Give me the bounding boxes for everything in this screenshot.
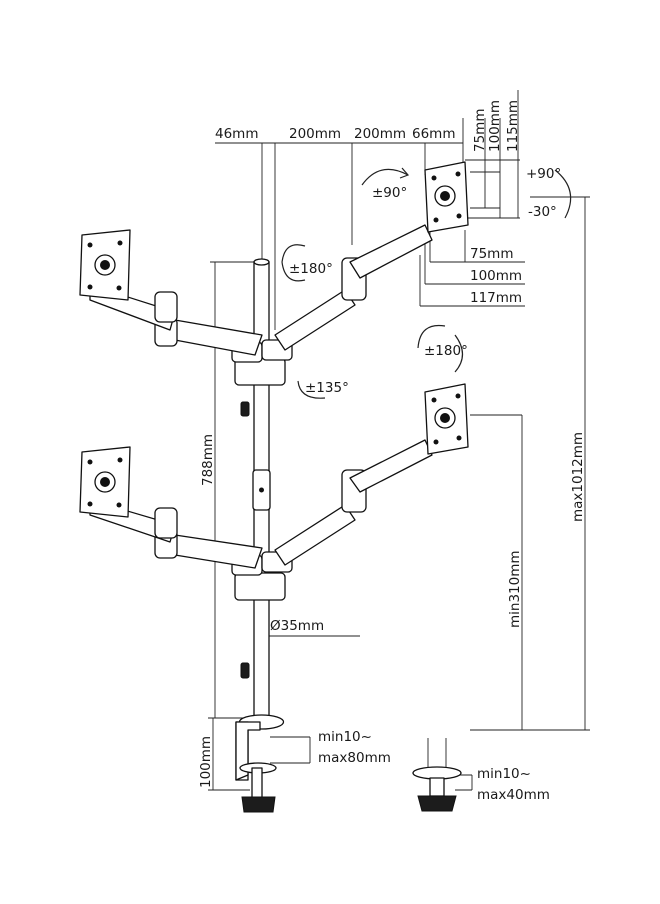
- dim-117mm-horizontal: 117mm: [470, 290, 522, 306]
- dim-75mm-vertical: 75mm: [472, 109, 488, 152]
- grommet-range-line1: min10~: [477, 766, 531, 782]
- swivel-180-top-label: ±180°: [289, 261, 333, 277]
- tilt-down-label: -30°: [528, 204, 557, 220]
- top-right-arm: [261, 224, 433, 361]
- dim-clamp-100mm: 100mm: [198, 736, 214, 788]
- dim-75mm-horizontal: 75mm: [470, 246, 513, 262]
- dim-max1012mm: max1012mm: [570, 432, 586, 522]
- bottom-left-monitor-plate: [79, 446, 131, 518]
- rotate-90-label: ±90°: [372, 185, 407, 201]
- swivel-180-head-label: ±180°: [424, 343, 468, 359]
- top-left-monitor-plate: [79, 229, 131, 301]
- dim-115mm-vertical: 115mm: [505, 100, 521, 152]
- dim-min310mm: min310mm: [507, 550, 523, 628]
- clamp-range-line2: max80mm: [318, 750, 391, 766]
- rotation-arrows: [281, 167, 572, 399]
- dim-200mm-2: 200mm: [354, 126, 406, 142]
- pole: [240, 258, 271, 721]
- grommet-mount: [412, 738, 462, 812]
- arm-135-label: ±135°: [305, 380, 349, 396]
- bottom-right-monitor-plate: [424, 383, 469, 455]
- grommet-range-line2: max40mm: [477, 787, 550, 803]
- dim-pole-diameter: Ø35mm: [270, 618, 324, 634]
- dim-46mm: 46mm: [215, 126, 258, 142]
- dim-100mm-vertical: 100mm: [487, 100, 503, 152]
- dim-66mm: 66mm: [412, 126, 455, 142]
- dim-788mm: 788mm: [200, 434, 216, 486]
- dim-100mm-horizontal: 100mm: [470, 268, 522, 284]
- clamp-range-line1: min10~: [318, 729, 372, 745]
- top-right-monitor-plate: [424, 161, 469, 233]
- dim-200mm-1: 200mm: [289, 126, 341, 142]
- desk-clamp: [235, 714, 285, 813]
- dimension-labels: 46mm 200mm 200mm 66mm 75mm 100mm 115mm +…: [198, 100, 586, 803]
- tilt-up-label: +90°: [526, 166, 561, 182]
- bottom-right-arm: [261, 439, 433, 573]
